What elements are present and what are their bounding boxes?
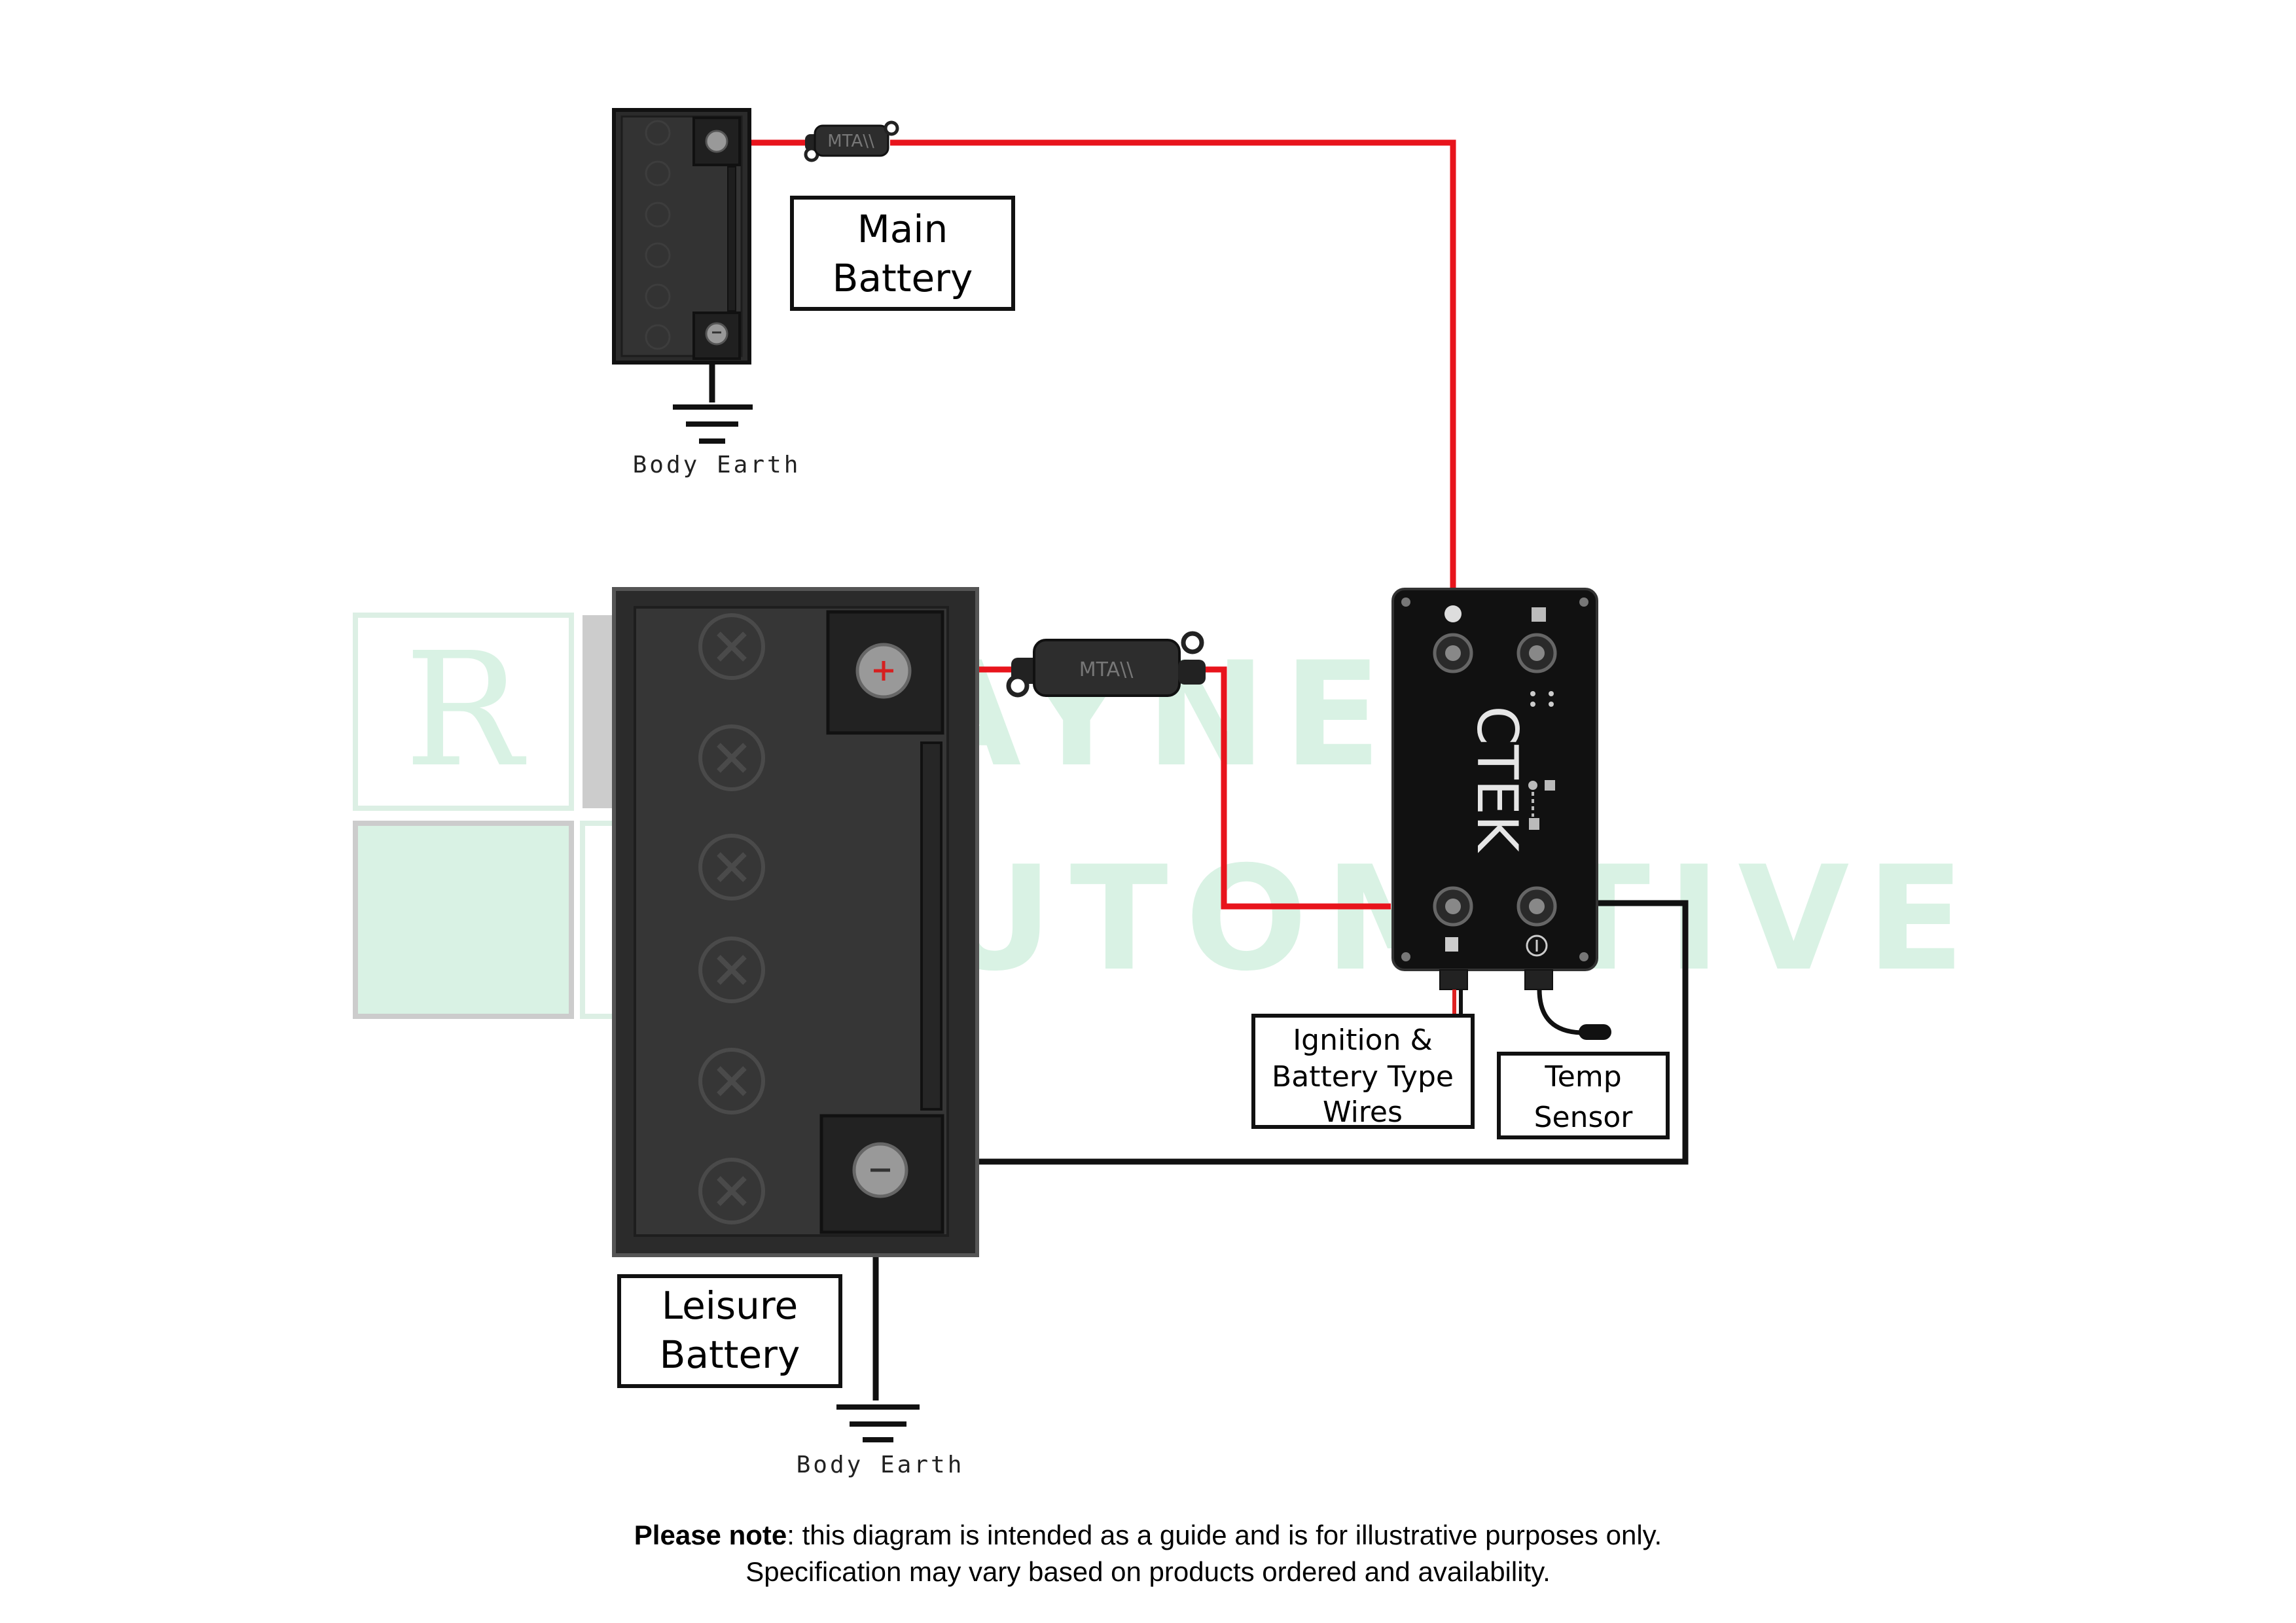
leisure-negative-wire	[978, 900, 1689, 1165]
leisure-earth-symbol	[836, 1404, 920, 1442]
main-negative-terminal	[705, 322, 728, 346]
ctek-status-icon	[1528, 780, 1555, 830]
ctek-battery-icon	[1445, 937, 1458, 952]
note-bold-prefix: Please note	[634, 1520, 787, 1550]
leisure-battery-label-line2: Battery	[660, 1332, 800, 1377]
temp-sensor-label-box: Temp Sensor	[1497, 1052, 1670, 1139]
temp-sensor-label-line2: Sensor	[1534, 1101, 1634, 1134]
main-battery	[612, 108, 751, 365]
leisure-battery-label-line1: Leisure	[662, 1283, 798, 1328]
leisure-earth-label: Body Earth	[797, 1452, 965, 1478]
negative-wires	[709, 361, 1689, 1400]
leisure-battery-label-box: Leisure Battery	[617, 1274, 842, 1388]
ctek-input-a-icon	[1444, 605, 1462, 622]
disclaimer-note: Please note: this diagram is intended as…	[0, 1517, 2296, 1590]
ctek-ground-icon	[1526, 935, 1548, 957]
note-line1: : this diagram is intended as a guide an…	[787, 1520, 1662, 1550]
main-earth-label: Body Earth	[633, 452, 801, 478]
main-battery-label-box: Main Battery	[790, 196, 1015, 311]
ignition-label-line1: Ignition &	[1293, 1024, 1433, 1057]
ctek-charger: CTEK	[1391, 588, 1611, 1040]
ignition-label-line3: Wires	[1323, 1096, 1403, 1129]
leisure-fuse-to-ctek-wire	[1204, 666, 1391, 910]
watermark-letter: R	[404, 618, 527, 802]
temp-sensor-probe	[1579, 1024, 1611, 1040]
main-fuse: MTA\\	[804, 120, 899, 162]
main-fuse-to-ctek-wire	[890, 139, 1456, 592]
main-positive-terminal	[705, 130, 728, 153]
note-line2: Specification may vary based on products…	[745, 1556, 1551, 1587]
leisure-fuse: MTA\\	[1006, 631, 1206, 698]
main-battery-label-line1: Main	[857, 207, 948, 251]
ctek-solar-icon	[1532, 607, 1546, 622]
leisure-fuse-label: MTA\\	[1079, 658, 1134, 681]
ctek-brand-label: CTEK	[1464, 705, 1530, 853]
temp-sensor-cable	[1537, 989, 1585, 1035]
temp-sensor-label-line1: Temp	[1544, 1060, 1621, 1094]
ignition-label-line2: Battery Type	[1272, 1060, 1454, 1094]
leisure-battery	[612, 587, 979, 1257]
main-earth-symbol	[673, 404, 753, 444]
main-battery-label-line2: Battery	[833, 256, 973, 300]
main-fuse-label: MTA\\	[827, 132, 874, 151]
ignition-wires-label-box: Ignition & Battery Type Wires	[1251, 1014, 1475, 1129]
